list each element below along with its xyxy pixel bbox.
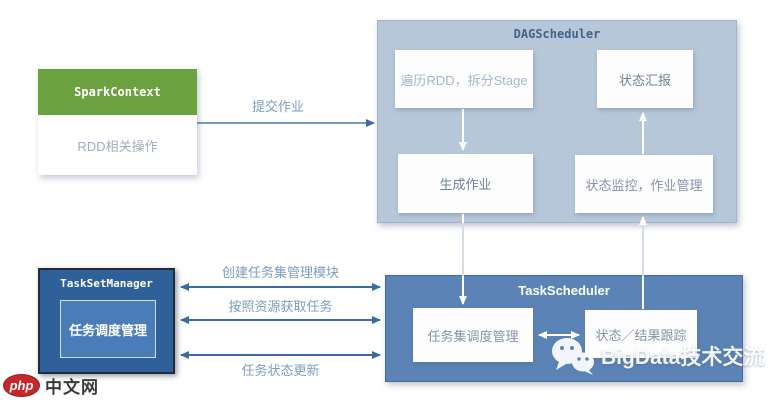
box-status-monitor-job-manage: 状态监控，作业管理 xyxy=(575,155,713,213)
box-generate-job: 生成作业 xyxy=(398,154,533,213)
task-set-manager-box: TaskSetManager 任务调度管理 xyxy=(38,268,175,374)
edge-label-fetch-tasks-by-resource: 按照资源获取任务 xyxy=(228,299,333,314)
spark-context-title: SparkContext xyxy=(38,69,197,115)
spark-context-body: RDD相关操作 xyxy=(77,138,158,154)
site-name: 中文网 xyxy=(45,378,99,397)
task-scheduler-title: TaskScheduler xyxy=(518,283,610,298)
watermark-text: BigData技术交流 xyxy=(601,346,765,369)
box-status-result-tracking: 状态／结果跟踪 xyxy=(585,310,697,358)
edge-label-create-taskset-module: 创建任务集管理模块 xyxy=(221,265,339,280)
dag-scheduler-title: DAGScheduler xyxy=(513,27,601,41)
watermark: BigData技术交流 xyxy=(550,336,764,376)
edge-label-submit-job: 提交作业 xyxy=(251,99,304,114)
task-set-manager-title: TaskSetManager xyxy=(60,277,153,290)
php-logo-badge: php xyxy=(3,374,40,397)
edge-label-task-status-update: 任务状态更新 xyxy=(241,363,320,378)
spark-context-box: SparkContext RDD相关操作 xyxy=(38,69,197,175)
box-taskset-scheduling: 任务集调度管理 xyxy=(413,308,533,362)
task-scheduling-inner-box: 任务调度管理 xyxy=(60,300,156,358)
wechat-icon xyxy=(552,338,594,375)
box-status-report: 状态汇报 xyxy=(597,50,693,108)
php-cn-logo: php 中文网 xyxy=(3,373,99,398)
box-traverse-rdd-split-stage: 遍历RDD，拆分Stage xyxy=(395,50,533,108)
